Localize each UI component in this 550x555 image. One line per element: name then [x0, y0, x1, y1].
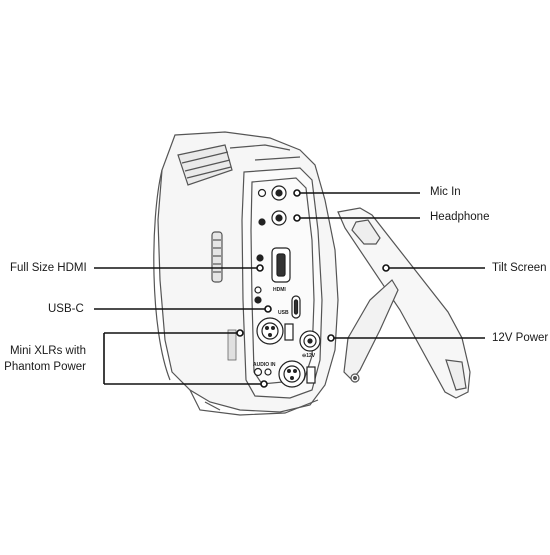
ports	[253, 185, 321, 388]
label-headphone: Headphone	[430, 211, 490, 223]
label-mini-xlrs-line1: Mini XLRs with	[9, 345, 86, 357]
xlr-2-dot	[260, 380, 268, 388]
headphone-dot	[293, 214, 301, 222]
audio-in-marking: AUDIO IN	[253, 362, 276, 368]
label-mic-in: Mic In	[430, 186, 461, 198]
label-full-size-hdmi: Full Size HDMI	[10, 262, 87, 274]
label-tilt-screen: Tilt Screen	[492, 262, 547, 274]
label-12v-power: 12V Power	[492, 332, 549, 344]
tilt-screen-dot	[382, 264, 390, 272]
usb-c-dot	[264, 305, 272, 313]
callout-dots	[236, 189, 390, 388]
mic-in-dot	[293, 189, 301, 197]
usb-marking: USB	[278, 310, 289, 316]
12v-power-dot	[327, 334, 335, 342]
xlr-1-dot	[236, 329, 244, 337]
callout-lines	[94, 192, 485, 385]
12v-marking: ⊖12V	[302, 353, 316, 359]
label-mini-xlrs-line2: Phantom Power	[4, 361, 86, 373]
tilt-screen-illustration	[337, 207, 471, 399]
hdmi-marking: HDMI	[273, 287, 286, 293]
label-usb-c: USB-C	[48, 303, 84, 315]
hdmi-dot	[256, 264, 264, 272]
